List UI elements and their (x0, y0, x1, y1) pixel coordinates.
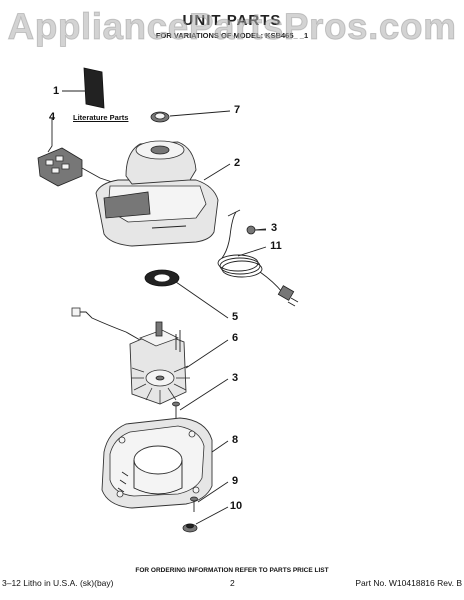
callout-5: 5 (231, 311, 239, 323)
callout-7: 7 (233, 104, 241, 116)
coupler (150, 111, 170, 123)
callout-3-motor-screw: 3 (231, 372, 239, 384)
callout-3-cord-screw: 3 (270, 222, 278, 234)
callout-11: 11 (270, 240, 282, 252)
callout-1: 1 (52, 85, 60, 97)
part-number: Part No. W10418816 Rev. B (355, 578, 462, 588)
callout-4: 4 (48, 111, 56, 123)
litho-info: 3–12 Litho in U.S.A. (sk)(bay) (2, 578, 114, 588)
speed-control-switch (37, 147, 113, 187)
base-screw (190, 496, 198, 512)
power-cord (217, 209, 299, 307)
literature-parts-label: Literature Parts (73, 113, 129, 122)
base-plate (101, 417, 213, 509)
motor-mount-screw (172, 401, 180, 418)
callout-9: 9 (231, 475, 239, 487)
callout-8: 8 (231, 434, 239, 446)
model-subtitle: FOR VARIATIONS OF MODEL: KSB465_ _1 (155, 31, 309, 40)
callout-10: 10 (229, 500, 243, 512)
callout-2: 2 (233, 157, 241, 169)
ordering-note: FOR ORDERING INFORMATION REFER TO PARTS … (135, 567, 329, 574)
rubber-foot (182, 523, 198, 533)
page-number: 2 (230, 578, 235, 588)
page-title: UNIT PARTS (182, 12, 282, 29)
literature-booklet (83, 67, 105, 109)
motor-assembly (71, 307, 190, 405)
seal (144, 269, 180, 287)
callout-6: 6 (231, 332, 239, 344)
base-housing (95, 140, 219, 247)
callout-leader-lines (47, 90, 267, 525)
